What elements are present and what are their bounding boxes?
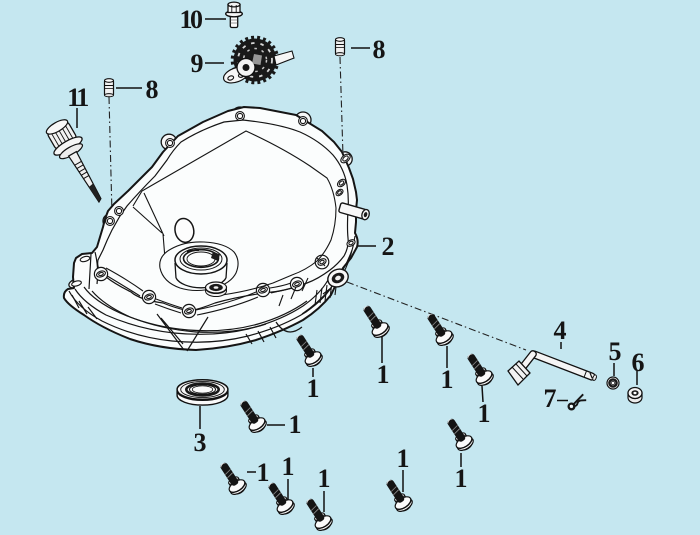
svg-text:1: 1 <box>441 365 454 394</box>
svg-text:6: 6 <box>632 348 645 377</box>
svg-text:5: 5 <box>609 337 622 366</box>
svg-text:1: 1 <box>397 444 410 473</box>
svg-text:1: 1 <box>282 452 295 481</box>
svg-text:9: 9 <box>191 49 204 78</box>
svg-text:10: 10 <box>180 5 204 34</box>
svg-text:7: 7 <box>544 384 557 413</box>
svg-text:1: 1 <box>318 464 331 493</box>
svg-text:3: 3 <box>194 428 207 457</box>
svg-text:1: 1 <box>289 410 302 439</box>
svg-text:1: 1 <box>307 374 320 403</box>
svg-text:11: 11 <box>67 83 88 112</box>
svg-text:4: 4 <box>554 316 567 345</box>
svg-text:8: 8 <box>373 35 386 64</box>
svg-text:1: 1 <box>478 399 491 428</box>
svg-text:1: 1 <box>455 464 468 493</box>
svg-text:2: 2 <box>382 232 395 261</box>
svg-text:8: 8 <box>146 75 159 104</box>
svg-text:1: 1 <box>377 360 390 389</box>
svg-text:1: 1 <box>257 458 270 487</box>
